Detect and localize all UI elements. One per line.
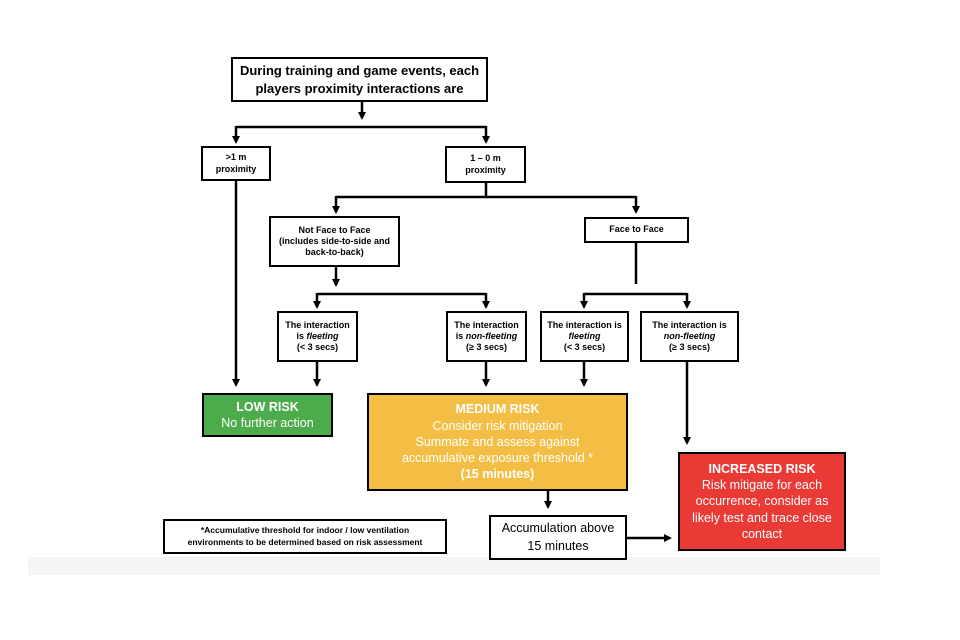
- increased-risk-line-3: likely test and trace close: [692, 510, 832, 525]
- not-face-to-face-box: Not Face to Face (includes side-to-side …: [269, 216, 400, 267]
- nf-nonfleeting-line-3: (≥ 3 secs): [466, 342, 507, 353]
- footer-band: [28, 557, 880, 575]
- near-line-2: proximity: [465, 164, 506, 175]
- nf-fleeting-box: The interaction is fleeting (< 3 secs): [277, 311, 358, 362]
- nf-fleeting-line-1: The interaction: [285, 319, 350, 330]
- face-label: Face to Face: [609, 224, 664, 235]
- medium-risk-line-2: Summate and assess against: [415, 434, 580, 449]
- footnote-box: *Accumulative threshold for indoor / low…: [163, 519, 447, 554]
- nf-fleeting-line-3: (< 3 secs): [296, 342, 339, 353]
- start-box: During training and game events, each pl…: [231, 57, 488, 102]
- start-line-2: players proximity interactions are: [255, 80, 464, 96]
- near-line-1: 1 – 0 m: [470, 153, 501, 164]
- low-risk-line-1: No further action: [221, 416, 314, 430]
- far-proximity-box: >1 m proximity: [201, 146, 271, 181]
- f-fleeting-line-3: (< 3 secs): [563, 342, 606, 353]
- increased-risk-title: INCREASED RISK: [708, 461, 816, 476]
- nf-nonfleeting-box: The interaction is non-fleeting (≥ 3 sec…: [446, 311, 527, 362]
- not-face-line-2: (includes side-to-side and: [278, 235, 390, 246]
- f-fleeting-line-1: The interaction is: [547, 319, 622, 330]
- medium-risk-line-3: accumulative exposure threshold *: [401, 451, 594, 466]
- nf-fleeting-pre: is: [296, 330, 307, 341]
- f-nonfleeting-box: The interaction is non-fleeting (≥ 3 sec…: [640, 311, 739, 362]
- medium-risk-line-1: Consider risk mitigation: [432, 418, 563, 433]
- medium-risk-title: MEDIUM RISK: [455, 402, 540, 417]
- near-proximity-box: 1 – 0 m proximity: [445, 146, 526, 183]
- nf-nonfleeting-line-1: The interaction: [454, 319, 519, 330]
- accumulation-line-1: Accumulation above: [501, 521, 615, 535]
- accumulation-line-2: 15 minutes: [527, 538, 589, 553]
- increased-risk-box: INCREASED RISK Risk mitigate for each oc…: [678, 452, 846, 551]
- low-risk-box: LOW RISK No further action: [202, 393, 333, 437]
- footnote-line-2: environments to be determined based on r…: [187, 536, 423, 547]
- far-line-2: proximity: [215, 163, 257, 174]
- face-to-face-box: Face to Face: [584, 217, 689, 243]
- accumulation-box: Accumulation above 15 minutes: [489, 515, 627, 560]
- low-risk-title: LOW RISK: [236, 399, 299, 414]
- nf-nonfleeting-pre: is: [455, 330, 466, 341]
- nf-fleeting-em: fleeting: [306, 330, 339, 341]
- f-fleeting-line-2: fleeting: [568, 330, 601, 341]
- f-nonfleeting-line-2: non-fleeting: [663, 330, 716, 341]
- not-face-line-1: Not Face to Face: [298, 224, 371, 235]
- f-fleeting-box: The interaction is fleeting (< 3 secs): [540, 311, 629, 362]
- increased-risk-line-1: Risk mitigate for each: [701, 478, 823, 493]
- far-line-1: >1 m: [225, 152, 247, 163]
- start-line-1: During training and game events, each: [239, 62, 480, 78]
- medium-risk-line-4: (15 minutes): [460, 467, 535, 482]
- not-face-line-3: back-to-back): [305, 247, 364, 258]
- increased-risk-line-4: contact: [741, 526, 783, 541]
- nf-nonfleeting-line-2: is non-fleeting: [456, 331, 518, 342]
- footnote-line-1: *Accumulative threshold for indoor / low…: [200, 525, 410, 536]
- f-nonfleeting-line-3: (≥ 3 secs): [669, 342, 710, 353]
- medium-risk-box: MEDIUM RISK Consider risk mitigation Sum…: [367, 393, 628, 491]
- increased-risk-line-2: occurrence, consider as: [695, 494, 829, 509]
- nf-nonfleeting-em: non-fleeting: [465, 330, 518, 341]
- f-nonfleeting-line-1: The interaction is: [652, 319, 727, 330]
- nf-fleeting-line-2: is fleeting: [296, 331, 338, 342]
